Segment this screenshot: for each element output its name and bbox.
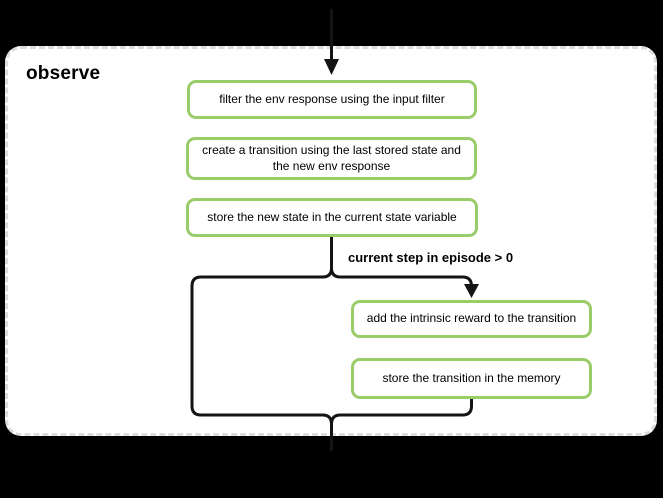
node-label: add the intrinsic reward to the transiti… [366,311,577,326]
node-label: store the new state in the current state… [207,209,457,224]
node-filter-env-response: filter the env response using the input … [187,80,477,119]
node-store-transition: store the transition in the memory [351,358,592,399]
condition-label: current step in episode > 0 [348,250,514,265]
node-create-transition: create a transition using the last store… [186,137,477,180]
node-store-new-state: store the new state in the current state… [186,198,478,237]
node-add-intrinsic-reward: add the intrinsic reward to the transiti… [351,300,592,338]
node-label: filter the env response using the input … [219,91,445,106]
group-title: observe [26,63,101,84]
node-label: store the transition in the memory [382,370,561,385]
node-label: create a transition using the last store… [202,142,461,173]
